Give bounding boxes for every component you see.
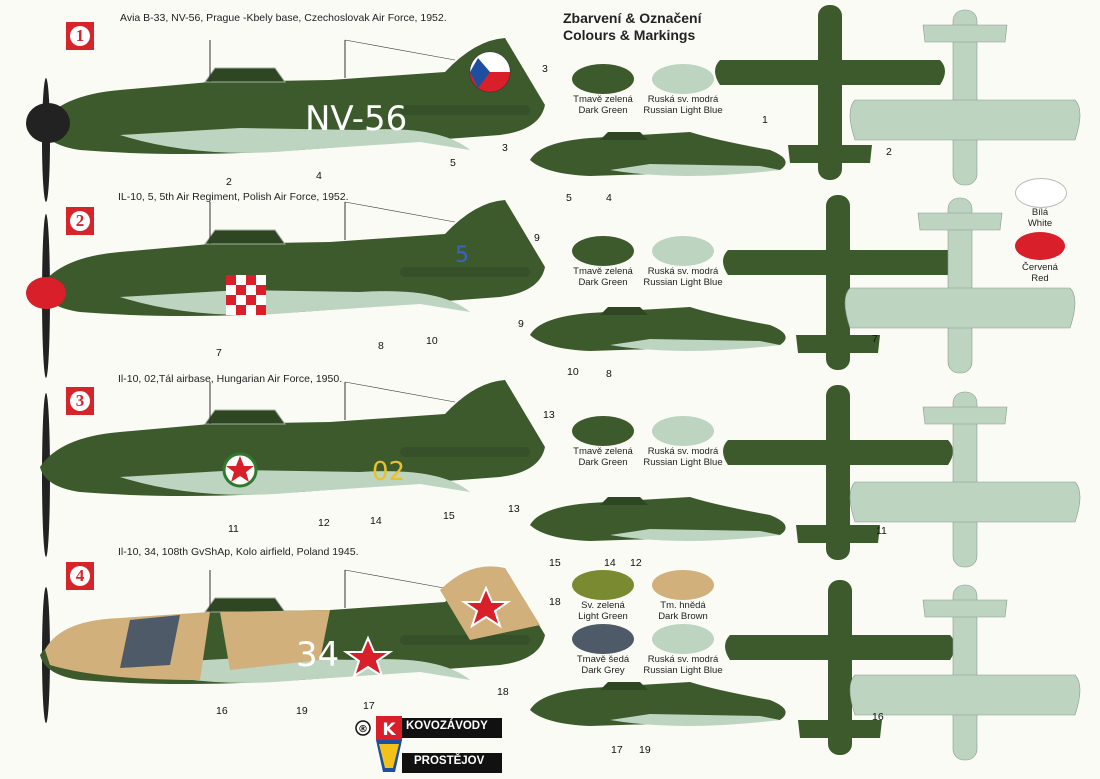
code-5: 5 [455,243,469,268]
callout: 15 [443,510,455,522]
callout: 2 [886,146,892,158]
callout: 8 [378,340,384,352]
swatch-russian-light-blue [652,416,714,446]
callout: 13 [543,409,555,421]
code-nv56: NV-56 [305,99,407,139]
code-02: 02 [372,457,405,487]
callout: 18 [549,596,561,608]
callout: 10 [426,335,438,347]
kovozavody-logo: ® K KOVOZÁVODY PROSTĚJOV [352,716,502,774]
callout: 3 [502,142,508,154]
callout: 14 [604,557,616,569]
svg-text:®: ® [358,724,368,735]
callout: 7 [216,347,222,359]
swatch-dark-green [572,416,634,446]
callout: 12 [318,517,330,529]
scheme-badge-1: 1 [66,22,94,50]
scheme-caption-1: Avia B-33, NV-56, Prague -Kbely base, Cz… [120,12,447,24]
callout: 12 [630,557,642,569]
callout: 10 [567,366,579,378]
callout: 9 [534,232,540,244]
callout: 4 [606,192,612,204]
swatch-red [1015,232,1065,260]
callout: 4 [316,170,322,182]
brand-city: PROSTĚJOV [414,755,485,767]
callout: 11 [876,525,887,537]
callout: 9 [518,318,524,330]
callout: 16 [872,711,884,723]
swatch-white [1015,178,1067,208]
callout: 5 [450,157,456,169]
callout: 16 [216,705,228,717]
swatch-russian-light-blue [652,64,714,94]
swatch-russian-light-blue [652,236,714,266]
swatch-light-green [572,570,634,600]
swatch-dark-grey [572,624,634,654]
header-title: Zbarvení & Označení Colours & Markings [563,10,701,44]
swatch-dark-brown [652,570,714,600]
callout: 17 [363,700,375,712]
callout: 13 [508,503,520,515]
swatch-dark-green [572,236,634,266]
callout: 3 [542,63,548,75]
swatch-dark-green [572,64,634,94]
callout: 15 [549,557,561,569]
callout: 1 [762,114,768,126]
title-english: Colours & Markings [563,27,696,43]
title-czech: Zbarvení & Označení [563,10,702,26]
code-34: 34 [296,635,339,675]
callout: 17 [611,744,623,756]
callout: 18 [497,686,509,698]
callout: 11 [228,523,239,535]
scheme-badge-2: 2 [66,207,94,235]
svg-text:K: K [382,720,396,740]
scheme-caption-4: Il-10, 34, 108th GvShAp, Kolo airfield, … [118,546,359,558]
callout: 8 [606,368,612,380]
callout: 19 [296,705,308,717]
scheme-caption-2: IL-10, 5, 5th Air Regiment, Polish Air F… [118,191,349,203]
brand-name: KOVOZÁVODY [406,720,488,732]
callout: 7 [872,333,878,345]
callout: 19 [639,744,651,756]
propeller-icon [42,78,50,723]
callout: 2 [226,176,232,188]
scheme-caption-3: Il-10, 02,Tál airbase, Hungarian Air For… [118,373,343,385]
scheme-badge-3: 3 [66,387,94,415]
swatch-russian-light-blue [652,624,714,654]
callout: 5 [566,192,572,204]
scheme-badge-4: 4 [66,562,94,590]
callout: 14 [370,515,382,527]
